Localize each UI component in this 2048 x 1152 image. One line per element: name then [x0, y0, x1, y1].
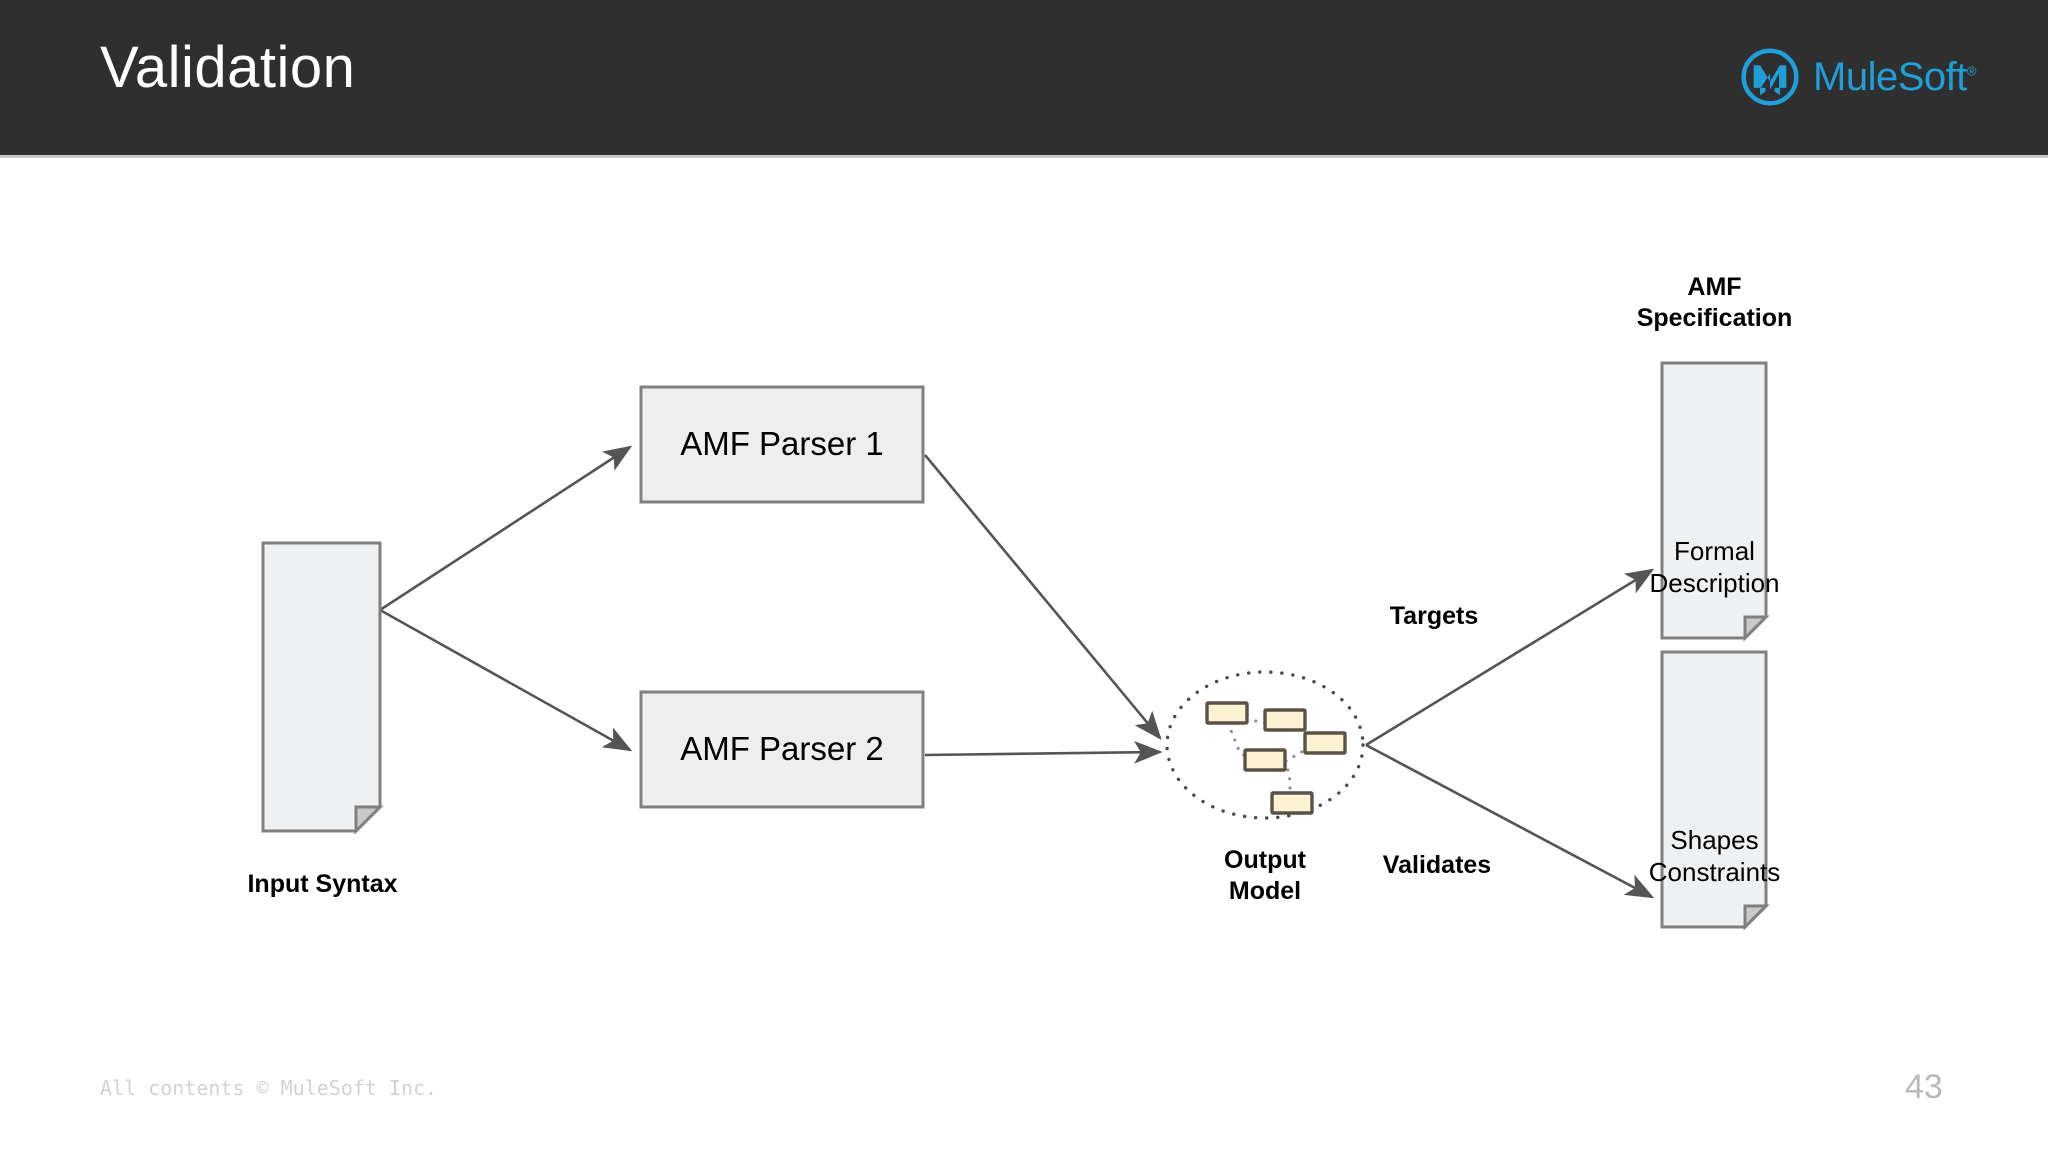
- parser1-box: [639, 385, 925, 504]
- parser1-label: AMF Parser 1: [680, 425, 884, 462]
- edge-model-to-spec: [1365, 568, 1655, 747]
- spec-document-title: AMF Specification: [1636, 273, 1793, 332]
- parser2-box: [639, 690, 925, 809]
- mulesoft-logo-icon: [1741, 48, 1799, 106]
- trademark-symbol: ®: [1966, 63, 1977, 79]
- page-title: Validation: [100, 35, 356, 100]
- mulesoft-wordmark: MuleSoft®: [1813, 54, 1977, 99]
- slide-body: AMF Parser 1 AMF Parser 2 Input Syntax O…: [0, 155, 2048, 1152]
- edge-parser1-to-model: [923, 454, 1162, 741]
- edge-input-to-parser2: [379, 608, 633, 752]
- edge-label-targets: Targets: [1389, 602, 1479, 630]
- copyright-text: All contents © MuleSoft Inc.: [100, 1076, 438, 1100]
- page-number: 43: [1905, 1068, 1943, 1106]
- edge-parser2-to-model: [924, 740, 1163, 764]
- slide-header: [0, 0, 2048, 155]
- validation-flow-diagram: [261, 361, 1770, 931]
- edge-label-validates: Validates: [1382, 851, 1492, 879]
- constraints-document-shape: [1660, 650, 1770, 931]
- spec-document-caption: Formal Description: [1649, 536, 1780, 598]
- mulesoft-logo: MuleSoft®: [1741, 48, 1977, 106]
- output-model-label: Output Model: [1224, 846, 1306, 905]
- input-document-shape: [261, 541, 384, 835]
- input-syntax-label: Input Syntax: [247, 870, 398, 898]
- output-model-nodes: [1205, 701, 1347, 815]
- parser2-label: AMF Parser 2: [680, 730, 884, 767]
- output-model-boundary: [1165, 670, 1365, 820]
- constraints-document-caption: Shapes Constraints: [1648, 825, 1781, 887]
- header-divider: [0, 155, 2048, 158]
- edge-input-to-parser1: [379, 445, 633, 612]
- edge-model-to-constraints: [1365, 743, 1655, 899]
- spec-document-shape: [1660, 361, 1770, 642]
